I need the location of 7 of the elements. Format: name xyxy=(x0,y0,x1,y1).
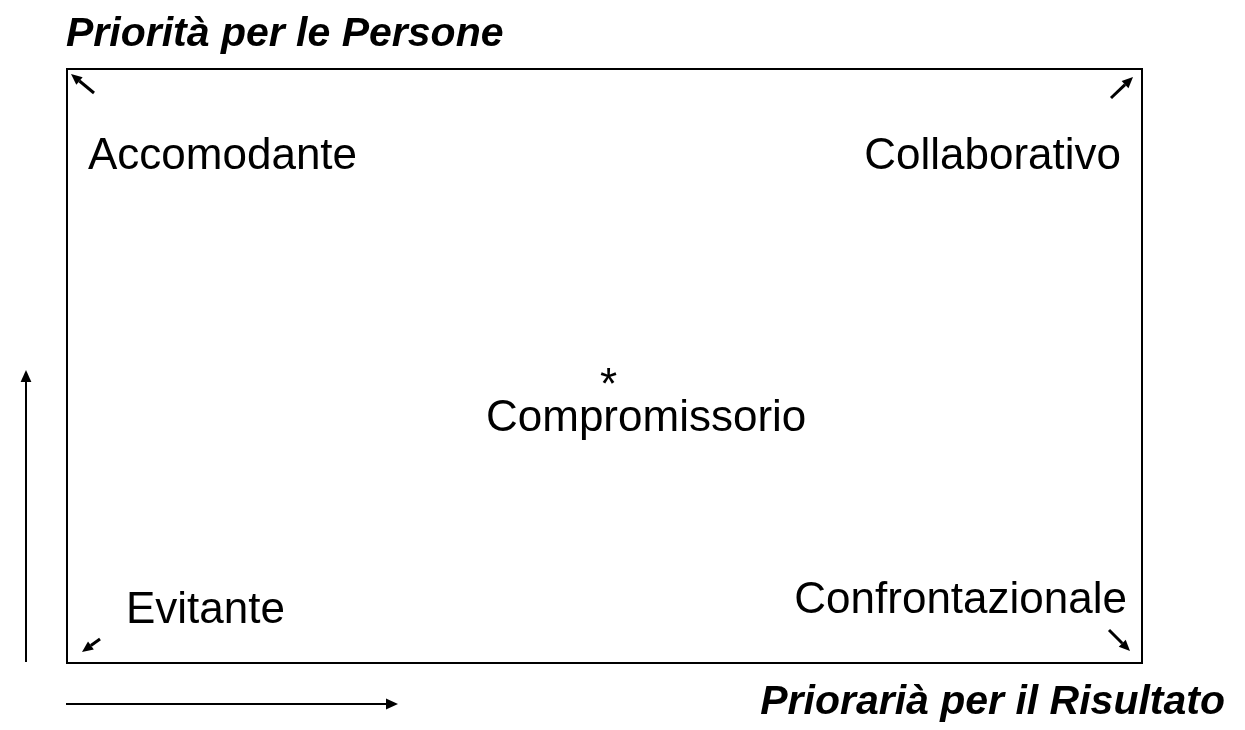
quadrant-label: Confrontazionale xyxy=(794,576,1127,620)
quadrant-label: Accomodante xyxy=(88,132,358,176)
axis-label: Priorità per le Persone xyxy=(66,12,504,53)
quadrant-label: Evitante xyxy=(126,586,285,630)
quadrant-grid-box xyxy=(66,68,1143,664)
quadrant-label: Collaborativo xyxy=(864,132,1121,176)
axis-label: Priorarià per il Risultato xyxy=(760,680,1225,721)
